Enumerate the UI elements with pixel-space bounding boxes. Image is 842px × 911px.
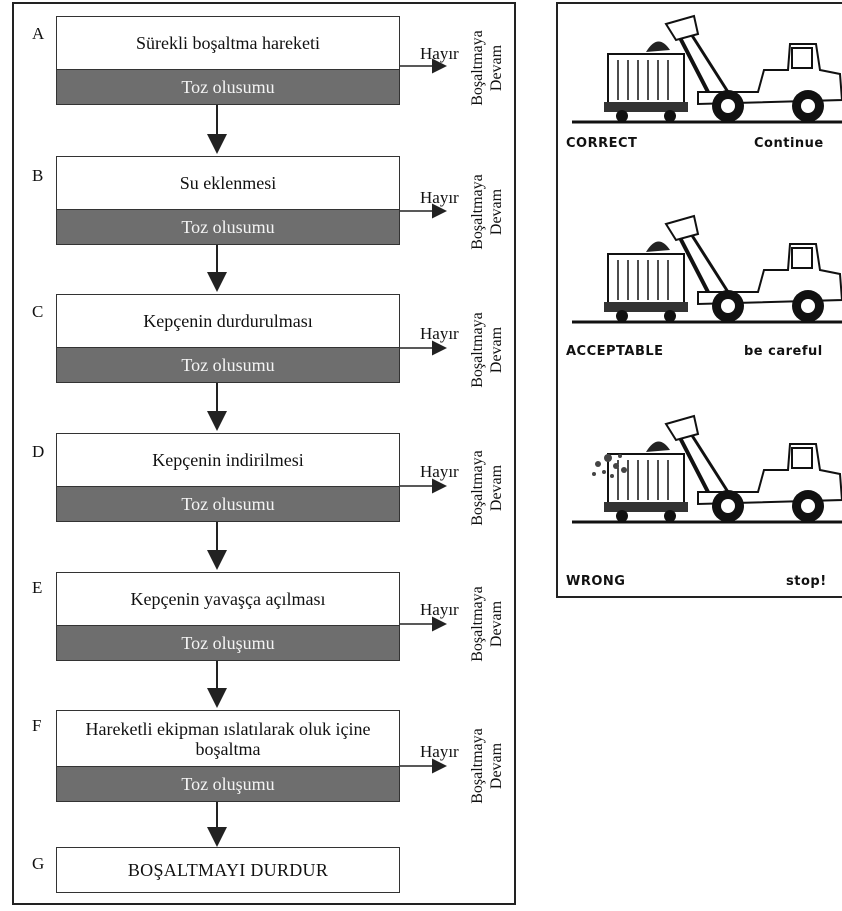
- caption-correct-status: CORRECT: [566, 136, 638, 151]
- dust-cloud-icon: [592, 454, 627, 478]
- step-letter-g: G: [32, 854, 45, 873]
- step-f-side-text: Boşaltmaya Devam: [469, 728, 505, 804]
- caption-wrong-action: stop!: [786, 574, 827, 589]
- step-f-no-label: Hayır: [420, 742, 459, 761]
- step-letter-c: C: [32, 302, 44, 321]
- caption-correct-action: Continue: [754, 136, 824, 151]
- step-letter-e: E: [32, 578, 43, 597]
- step-e-title: Kepçenin yavaşça açılması: [130, 589, 326, 609]
- step-d-title: Kepçenin indirilmesi: [152, 450, 304, 470]
- step-a-side-text: Boşaltmaya Devam: [469, 30, 505, 106]
- step-c-no-label: Hayır: [420, 324, 459, 343]
- step-letter-f: F: [32, 716, 42, 735]
- step-a-dust: Toz olusumu: [57, 69, 399, 104]
- step-b: Su eklenmesi Toz olusumu: [56, 156, 400, 245]
- step-e-dust: Toz oluşumu: [57, 625, 399, 660]
- step-e-side-text: Boşaltmaya Devam: [469, 586, 505, 662]
- step-f-dust: Toz oluşumu: [57, 766, 399, 801]
- step-d-side-text: Boşaltmaya Devam: [469, 450, 505, 526]
- step-b-side-text: Boşaltmaya Devam: [469, 174, 505, 250]
- step-c-dust: Toz olusumu: [57, 347, 399, 382]
- illustration-panel: CORRECT Continue ACCEPTABLE be careful W…: [556, 2, 842, 598]
- step-a-title: Sürekli boşaltma hareketi: [136, 33, 320, 53]
- wheel-loader-icon: [664, 14, 842, 122]
- step-c-side-text: Boşaltmaya Devam: [469, 312, 505, 388]
- step-d-dust: Toz olusumu: [57, 486, 399, 521]
- step-c: Kepçenin durdurulması Toz olusumu: [56, 294, 400, 383]
- step-d: Kepçenin indirilmesi Toz olusumu: [56, 433, 400, 522]
- step-b-no-label: Hayır: [420, 188, 459, 207]
- final-step-box: BOŞALTMAYI DURDUR: [56, 847, 400, 893]
- truck-icon: [607, 53, 685, 105]
- step-f-title: Hareketli ekipman ıslatılarak oluk içine…: [85, 718, 371, 759]
- caption-acceptable-action: be careful: [744, 344, 823, 359]
- step-a-no-label: Hayır: [420, 44, 459, 63]
- caption-wrong-status: WRONG: [566, 574, 626, 589]
- scene-acceptable: [570, 214, 842, 324]
- step-c-title: Kepçenin durdurulması: [143, 311, 313, 331]
- flowchart-panel: A Sürekli boşaltma hareketi Toz olusumu …: [12, 2, 516, 905]
- step-b-title: Su eklenmesi: [179, 173, 277, 193]
- step-letter-d: D: [32, 442, 45, 461]
- step-letter-b: B: [32, 166, 44, 185]
- step-e: Kepçenin yavaşça açılması Toz oluşumu: [56, 572, 400, 661]
- scene-correct: [572, 14, 842, 124]
- step-e-no-label: Hayır: [420, 600, 459, 619]
- step-f: Hareketli ekipman ıslatılarak oluk içine…: [56, 710, 400, 802]
- step-b-dust: Toz olusumu: [57, 209, 399, 244]
- step-d-no-label: Hayır: [420, 462, 459, 481]
- step-a: Sürekli boşaltma hareketi Toz olusumu: [56, 16, 400, 105]
- scene-wrong: [570, 414, 842, 524]
- caption-acceptable-status: ACCEPTABLE: [566, 344, 664, 359]
- step-letter-a: A: [32, 24, 45, 43]
- loader-illustrations: [570, 14, 842, 524]
